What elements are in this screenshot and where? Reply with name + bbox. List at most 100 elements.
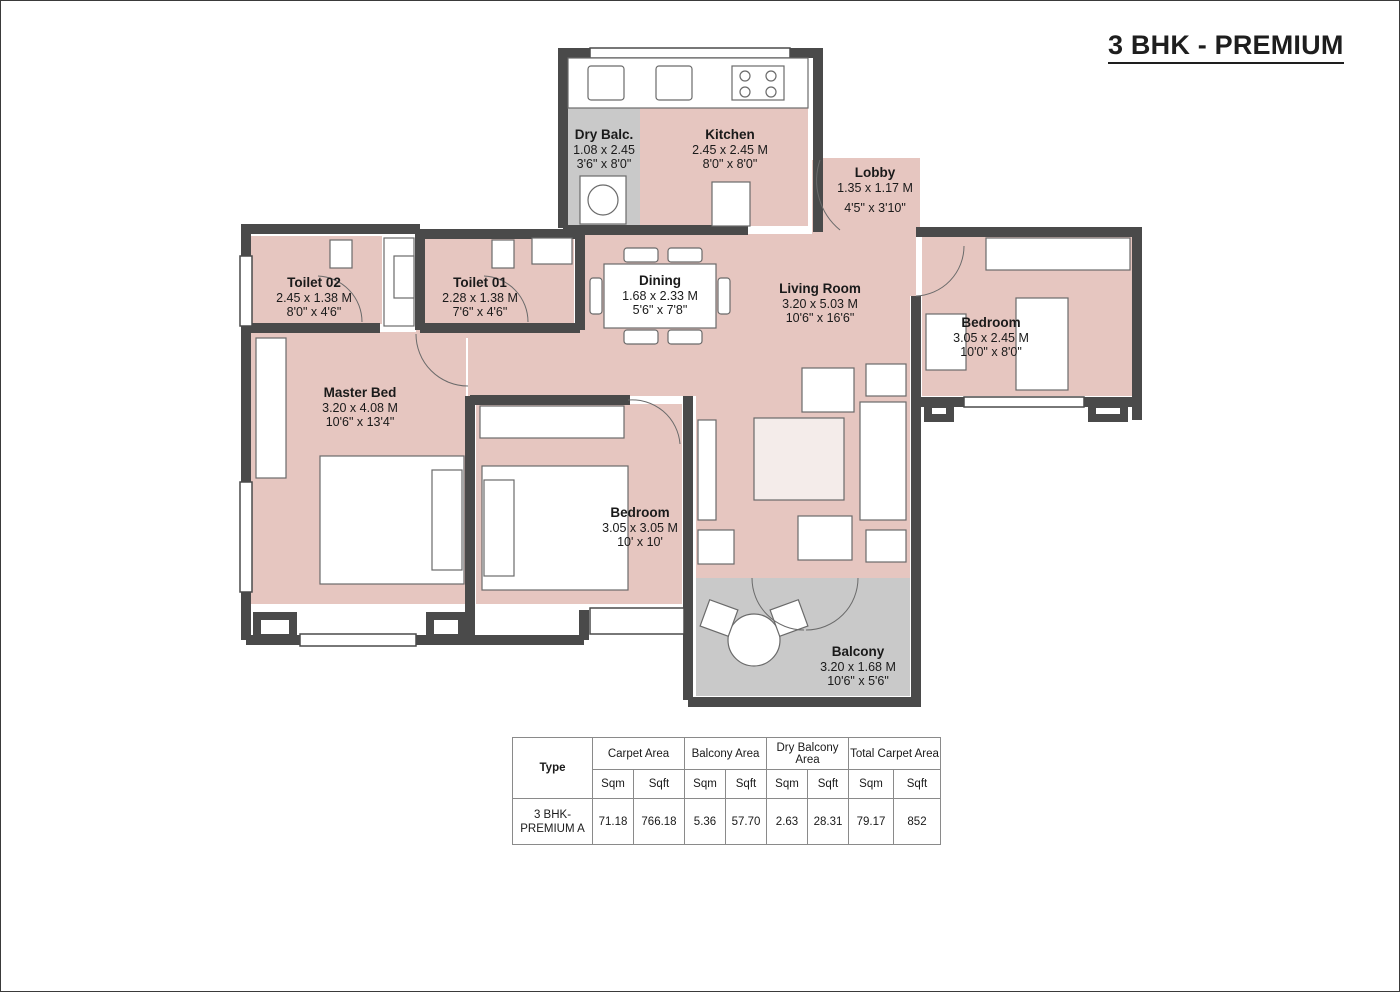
room-label-balcony: Balcony 3.20 x 1.68 M 10'6" x 5'6" bbox=[806, 644, 910, 689]
unit-sqm: Sqm bbox=[766, 769, 808, 799]
header-type: Type bbox=[512, 737, 593, 799]
room-metric: 1.35 x 1.17 M bbox=[837, 180, 913, 195]
chair-icon bbox=[667, 247, 703, 263]
column-3 bbox=[924, 400, 954, 422]
wardrobes bbox=[255, 237, 1131, 479]
columns bbox=[253, 400, 1128, 642]
door-swing bbox=[627, 399, 681, 445]
door-swing bbox=[751, 577, 805, 631]
room-label-toilet01: Toilet 01 2.28 x 1.38 M 7'6" x 4'6" bbox=[430, 275, 530, 320]
cell-dry-sqft: 28.31 bbox=[807, 798, 849, 845]
room-name: Balcony bbox=[831, 644, 885, 659]
living-furniture bbox=[697, 363, 907, 565]
cell-dry-sqm: 2.63 bbox=[766, 798, 808, 845]
room-imperial: 4'5" x 3'10" bbox=[844, 201, 906, 215]
room-metric: 3.20 x 4.08 M bbox=[322, 400, 398, 415]
wardrobe-master-icon bbox=[255, 337, 287, 479]
cell-total-sqm: 79.17 bbox=[848, 798, 894, 845]
room-imperial: 10'6" x 13'4" bbox=[325, 415, 395, 429]
room-label-dining: Dining 1.68 x 2.33 M 5'6" x 7'8" bbox=[610, 273, 710, 318]
room-metric: 1.68 x 2.33 M bbox=[622, 288, 698, 303]
cell-type: 3 BHK- PREMIUM A bbox=[512, 798, 593, 845]
room-metric: 2.45 x 2.45 M bbox=[692, 142, 768, 157]
room-imperial: 10' x 10' bbox=[617, 535, 663, 549]
doors bbox=[317, 159, 965, 631]
tv-unit-icon bbox=[697, 419, 717, 521]
armchair-icon bbox=[797, 515, 853, 561]
washbasin-icon bbox=[393, 255, 415, 299]
door-swing bbox=[816, 159, 841, 231]
room-name: Master Bed bbox=[323, 385, 397, 400]
door-swing bbox=[483, 275, 529, 323]
burner-icon bbox=[739, 70, 751, 82]
bedroom-right-bed-icon bbox=[1015, 297, 1069, 391]
room-imperial: 8'0" x 8'0" bbox=[702, 157, 758, 171]
room-label-bedroom-right: Bedroom 3.05 x 2.45 M 10'0" x 8'0" bbox=[940, 315, 1042, 360]
room-imperial: 10'6" x 16'6" bbox=[785, 311, 855, 325]
header-balcony: Balcony Area bbox=[684, 737, 767, 770]
burner-icon bbox=[739, 86, 751, 98]
sink-1-icon bbox=[587, 65, 625, 101]
bed-pillow-icon bbox=[431, 469, 463, 571]
header-dry-balcony: Dry Balcony Area bbox=[766, 737, 849, 770]
window-bath-left bbox=[239, 255, 253, 327]
balcony-table-icon bbox=[727, 613, 781, 667]
balcony-furniture bbox=[699, 598, 809, 667]
burner-icon bbox=[765, 70, 777, 82]
burner-icon bbox=[765, 86, 777, 98]
table-row: 3 BHK- PREMIUM A 71.18 766.18 5.36 57.70… bbox=[512, 798, 941, 845]
door-swing bbox=[805, 577, 859, 631]
room-metric: 2.45 x 1.38 M bbox=[276, 290, 352, 305]
room-name: Toilet 02 bbox=[287, 275, 341, 290]
wardrobe-center-icon bbox=[479, 405, 625, 439]
balcony-chair-icon bbox=[769, 598, 809, 638]
fridge-icon bbox=[711, 181, 751, 227]
bed-pillow-icon bbox=[483, 479, 515, 577]
plant-icon bbox=[697, 529, 735, 565]
balcony-chair-icon bbox=[699, 598, 739, 638]
area-table: Type Carpet Area Balcony Area Dry Balcon… bbox=[512, 737, 941, 845]
unit-sqft: Sqft bbox=[893, 769, 941, 799]
window-master-bottom bbox=[299, 633, 417, 647]
room-metric: 3.20 x 5.03 M bbox=[782, 296, 858, 311]
room-label-dry-balcony: Dry Balc. 1.08 x 2.45 3'6" x 8'0" bbox=[564, 127, 644, 172]
room-label-bedroom-center: Bedroom 3.05 x 3.05 M 10' x 10' bbox=[590, 505, 690, 550]
room-metric: 2.28 x 1.38 M bbox=[442, 290, 518, 305]
wardrobe-right-icon bbox=[985, 237, 1131, 271]
room-name: Bedroom bbox=[610, 505, 670, 520]
windows bbox=[239, 47, 1085, 647]
chair-icon bbox=[717, 277, 731, 315]
header-total: Total Carpet Area bbox=[848, 737, 941, 770]
door-swing bbox=[317, 275, 363, 323]
room-name: Dry Balc. bbox=[574, 127, 634, 142]
room-imperial: 7'6" x 4'6" bbox=[452, 305, 508, 319]
unit-sqm: Sqm bbox=[848, 769, 894, 799]
door-swing bbox=[915, 245, 965, 297]
unit-sqft: Sqft bbox=[725, 769, 767, 799]
wc-icon bbox=[329, 239, 353, 269]
room-name: Kitchen bbox=[705, 127, 755, 142]
dining-set bbox=[589, 247, 731, 345]
window-bedroom-center-bottom bbox=[589, 607, 685, 635]
table-header-row: Type Carpet Area Balcony Area Dry Balcon… bbox=[512, 737, 941, 799]
room-label-kitchen: Kitchen 2.45 x 2.45 M 8'0" x 8'0" bbox=[680, 127, 780, 172]
room-metric: 3.20 x 1.68 M bbox=[820, 659, 896, 674]
cell-total-sqft: 852 bbox=[893, 798, 941, 845]
room-name: Toilet 01 bbox=[453, 275, 507, 290]
cell-balcony-sqft: 57.70 bbox=[725, 798, 767, 845]
room-name: Lobby bbox=[854, 165, 896, 180]
sink-2-icon bbox=[655, 65, 693, 101]
hob-icon bbox=[731, 65, 785, 101]
header-carpet: Carpet Area bbox=[592, 737, 685, 770]
side-table-icon bbox=[865, 529, 907, 563]
room-label-toilet02: Toilet 02 2.45 x 1.38 M 8'0" x 4'6" bbox=[264, 275, 364, 320]
room-imperial: 10'0" x 8'0" bbox=[960, 345, 1022, 359]
washer-drum-icon bbox=[587, 184, 619, 216]
room-metric: 3.05 x 2.45 M bbox=[953, 330, 1029, 345]
chair-icon bbox=[667, 329, 703, 345]
room-metric: 3.05 x 3.05 M bbox=[602, 520, 678, 535]
column-4 bbox=[1088, 400, 1128, 422]
room-label-lobby: Lobby 1.35 x 1.17 M 4'5" x 3'10" bbox=[826, 165, 924, 216]
room-label-living: Living Room 3.20 x 5.03 M 10'6" x 16'6" bbox=[766, 281, 874, 326]
